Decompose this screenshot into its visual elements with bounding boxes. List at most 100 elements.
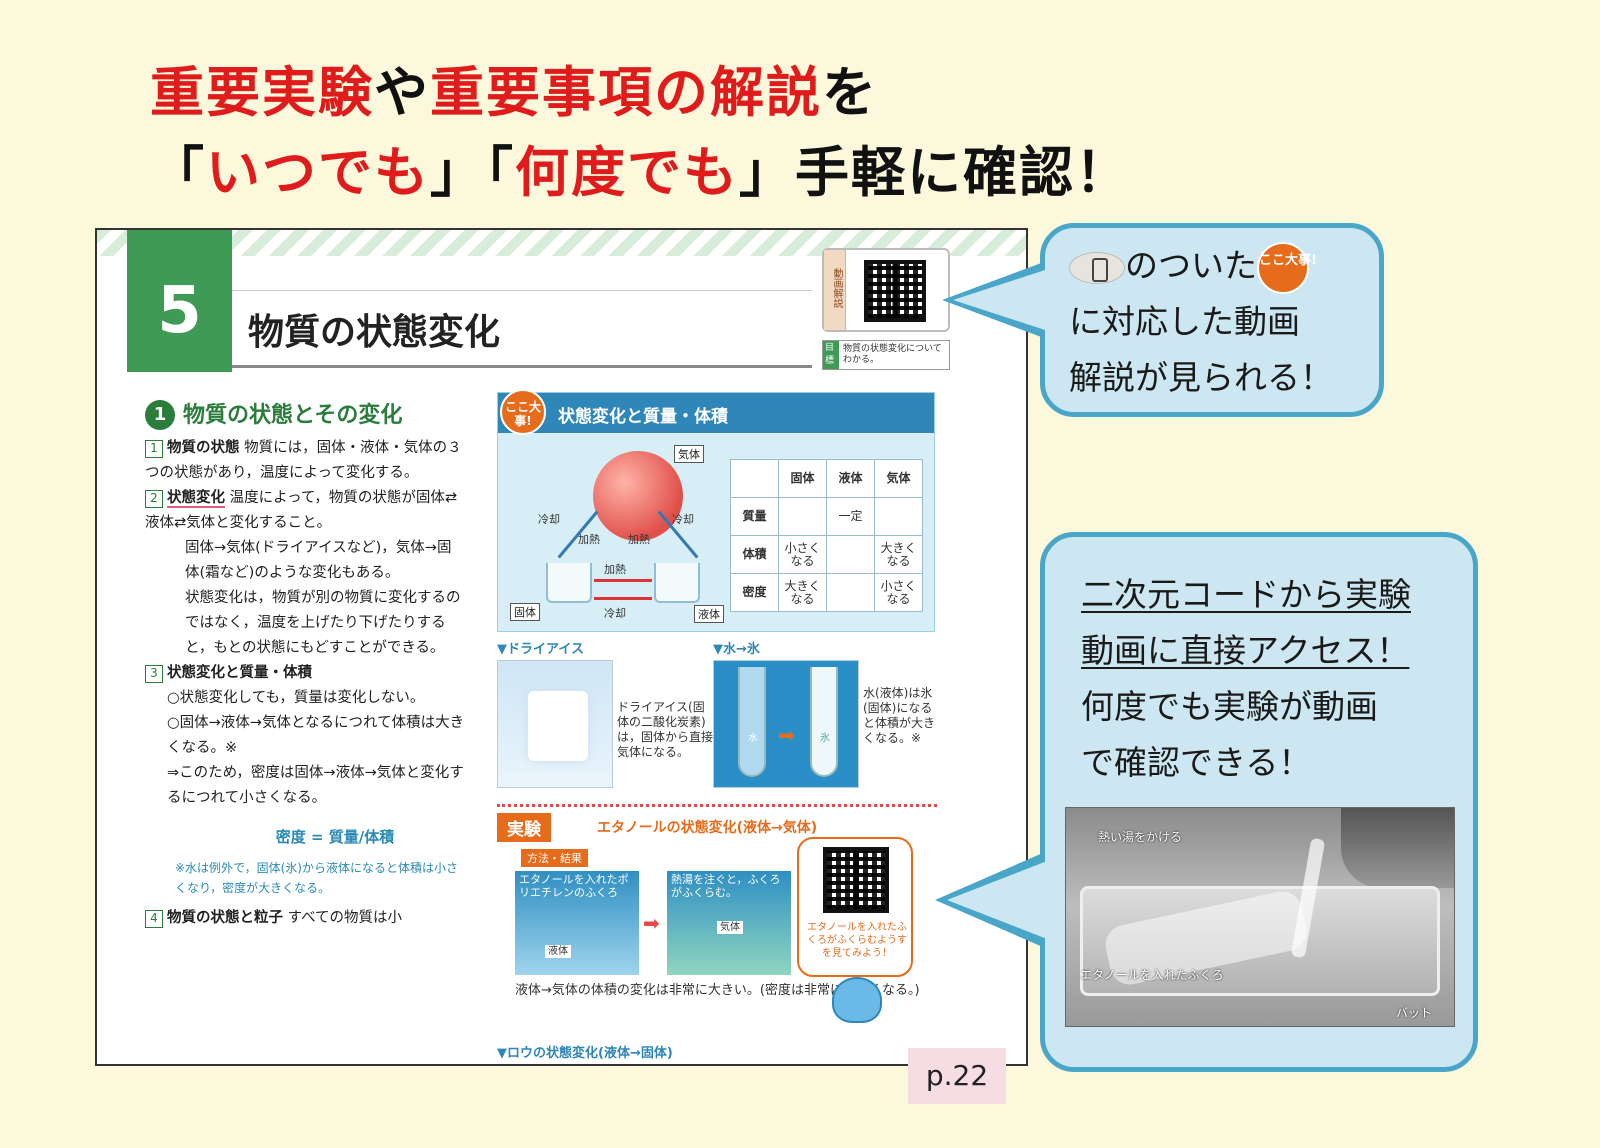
- table-cell: 小さくなる: [778, 535, 827, 574]
- table-row: 体積小さくなる 大きくなる: [730, 535, 923, 574]
- goal-tag: 目標: [823, 341, 839, 369]
- headline-segment: を: [822, 61, 878, 124]
- mascot-text: エタノールを入れたふくろがふくらむようすを見てみよう！: [807, 922, 907, 959]
- callout-video-explanation: のついたここ大事! に対応した動画 解説が見られる！: [1040, 223, 1384, 417]
- experiment-tag: 実験: [497, 813, 551, 842]
- liquid-label: 液体: [694, 605, 724, 623]
- diagram-header: ここ大事! 状態変化と質量・体積: [498, 389, 934, 435]
- table-header-cell: 気体: [874, 459, 923, 498]
- table-cell: 一定: [826, 497, 875, 536]
- video-qr-box[interactable]: 動画解説: [822, 248, 950, 332]
- item-head: 状態変化: [167, 490, 225, 508]
- callout2-text: 二次元コードから実験 動画に直接アクセス！ 何度でも実験が動画 で確認できる！: [1081, 567, 1411, 791]
- phone-icon: [1069, 251, 1125, 284]
- item-head: 物質の状態と粒子: [167, 910, 283, 926]
- chapter-title: 物質の状態変化: [248, 312, 501, 353]
- table-cell: 質量: [730, 497, 779, 536]
- item-3-bullet3: ⇒このため，密度は固体→液体→気体と変化するにつれて小さくなる。: [167, 765, 464, 806]
- callout1-line3: 解説が見られる！: [1069, 358, 1333, 397]
- video-label: 動画解説: [831, 268, 842, 308]
- experiment-section: 実験 エタノールの状態変化(液体→気体) 方法・結果 エタノールを入れたポリエチ…: [497, 804, 937, 1034]
- table-cell: 大きくなる: [874, 535, 923, 574]
- water-tube-label: 水: [748, 733, 758, 744]
- headline-line1: 重要実験や重要事項の解説を: [150, 48, 878, 127]
- callout-experiment-video: 二次元コードから実験 動画に直接アクセス！ 何度でも実験が動画 で確認できる！ …: [1040, 532, 1478, 1072]
- item-text: すべての物質は小: [287, 910, 403, 926]
- page-number: p.22: [908, 1048, 1006, 1104]
- heat-arrow: [594, 579, 652, 582]
- heat-label-left: 加熱: [578, 533, 600, 546]
- state-change-diagram: ここ大事! 状態変化と質量・体積 気体 固体 液体 冷却 冷却 加熱 加熱 加熱…: [497, 389, 935, 632]
- solid-label: 固体: [510, 603, 540, 621]
- method-label: 方法・結果: [521, 849, 588, 867]
- cool-label-bottom: 冷却: [604, 607, 626, 620]
- photo-1-caption: エタノールを入れたポリエチレンのふくろ: [519, 873, 629, 899]
- table-cell: 体積: [730, 535, 779, 574]
- arrow-right-icon: ➡: [643, 911, 660, 935]
- bird-mascot-icon: [832, 977, 882, 1023]
- dry-ice-block: [528, 691, 588, 761]
- goal-tag-label: 目標: [825, 343, 835, 366]
- qr-code-icon[interactable]: [823, 847, 889, 913]
- koko-daiji-icon: ここ大事!: [1257, 241, 1317, 294]
- headline-segment: 」手軽に確認！: [739, 141, 1131, 204]
- callout1-line1: のついたここ大事!: [1069, 238, 1333, 294]
- water-tube: 水: [738, 667, 766, 777]
- experiment-note: 液体→気体の体積の変化は非常に大きい。(密度は非常に小さくなる。): [515, 983, 920, 998]
- heat-label-right: 加熱: [628, 533, 650, 546]
- table-cell: [778, 497, 827, 536]
- callout2-line3: 何度でも実験が動画: [1081, 687, 1378, 726]
- headline-line2: 「いつでも」「何度でも」手軽に確認！: [150, 128, 1131, 207]
- video-label-strip: 動画解説: [824, 250, 846, 330]
- arrow-right-icon: ➡: [778, 723, 795, 747]
- table-header-cell: [730, 459, 779, 498]
- callout2-line1: 二次元コードから実験: [1081, 575, 1411, 614]
- callout2-tail-inner: [947, 861, 1047, 939]
- next-section-label: ▼ロウの状態変化(液体→固体): [497, 1046, 673, 1061]
- item-2-extra: 固体→気体(ドライアイスなど)，気体→固体(霜など)のような変化もある。: [185, 540, 452, 581]
- headline-segment: 「: [150, 141, 206, 204]
- dry-ice-photo: [497, 660, 613, 788]
- callout2-line4: で確認できる！: [1081, 743, 1312, 782]
- experiment-title: エタノールの状態変化(液体→気体): [597, 820, 818, 836]
- headline-segment: いつでも: [206, 141, 430, 204]
- cool-label-right: 冷却: [672, 513, 694, 526]
- koko-daiji-badge: ここ大事!: [500, 389, 546, 435]
- headline-segment: 」「: [430, 141, 515, 204]
- table-cell: 大きくなる: [778, 573, 827, 612]
- water-text: 水(液体)は氷(固体)になると体積が大きくなる。※: [863, 686, 936, 745]
- item-head: 物質の状態: [167, 440, 240, 456]
- section-title: 物質の状態とその変化: [183, 402, 403, 428]
- mascot-qr-bubble[interactable]: エタノールを入れたふくろがふくらむようすを見てみよう！: [797, 837, 913, 977]
- density-formula: 密度 = 質量/体積: [275, 828, 395, 846]
- experiment-photo-1: エタノールを入れたポリエチレンのふくろ 液体: [515, 871, 639, 975]
- table-row: 密度大きくなる小さくなる: [730, 573, 923, 612]
- table-cell: [874, 497, 923, 536]
- table-row: 質量 一定: [730, 497, 923, 536]
- solid-beaker: [546, 563, 592, 603]
- item-number: 1: [145, 440, 163, 458]
- kettle-image: [1341, 808, 1454, 888]
- gas-label: 気体: [674, 445, 704, 463]
- table-header-cell: 固体: [778, 459, 827, 498]
- table-cell: 密度: [730, 573, 779, 612]
- experiment-video-screenshot[interactable]: 熱い湯をかける エタノールを入れたふくろ バット: [1065, 807, 1455, 1027]
- state-table: 固体液体気体質量一定体積小さくなる大きくなる密度大きくなる小さくなる: [730, 459, 923, 612]
- item-text: 物質には，固体・液体・気体の３つの状態があり，温度によって変化する。: [145, 440, 462, 481]
- headline-segment: 何度でも: [515, 141, 739, 204]
- headline-segment: 重要事項の解説: [430, 61, 822, 124]
- experiment-photo-2: 熱湯を注ぐと，ふくろがふくらむ。 気体: [667, 871, 791, 975]
- cool-arrow: [594, 597, 652, 600]
- item-2-extra2: 状態変化は，物質が別の物質に変化するのではなく，温度を上げたり下げたりすると，も…: [185, 590, 461, 656]
- video-caption-bag: エタノールを入れたふくろ: [1080, 968, 1224, 982]
- qr-code-icon[interactable]: [864, 260, 926, 322]
- chapter-number: 5: [157, 274, 202, 348]
- water-label: ▼水→氷: [713, 642, 760, 657]
- chapter-title-bar: 物質の状態変化: [232, 290, 812, 368]
- chapter-number-tab: 5: [127, 230, 232, 372]
